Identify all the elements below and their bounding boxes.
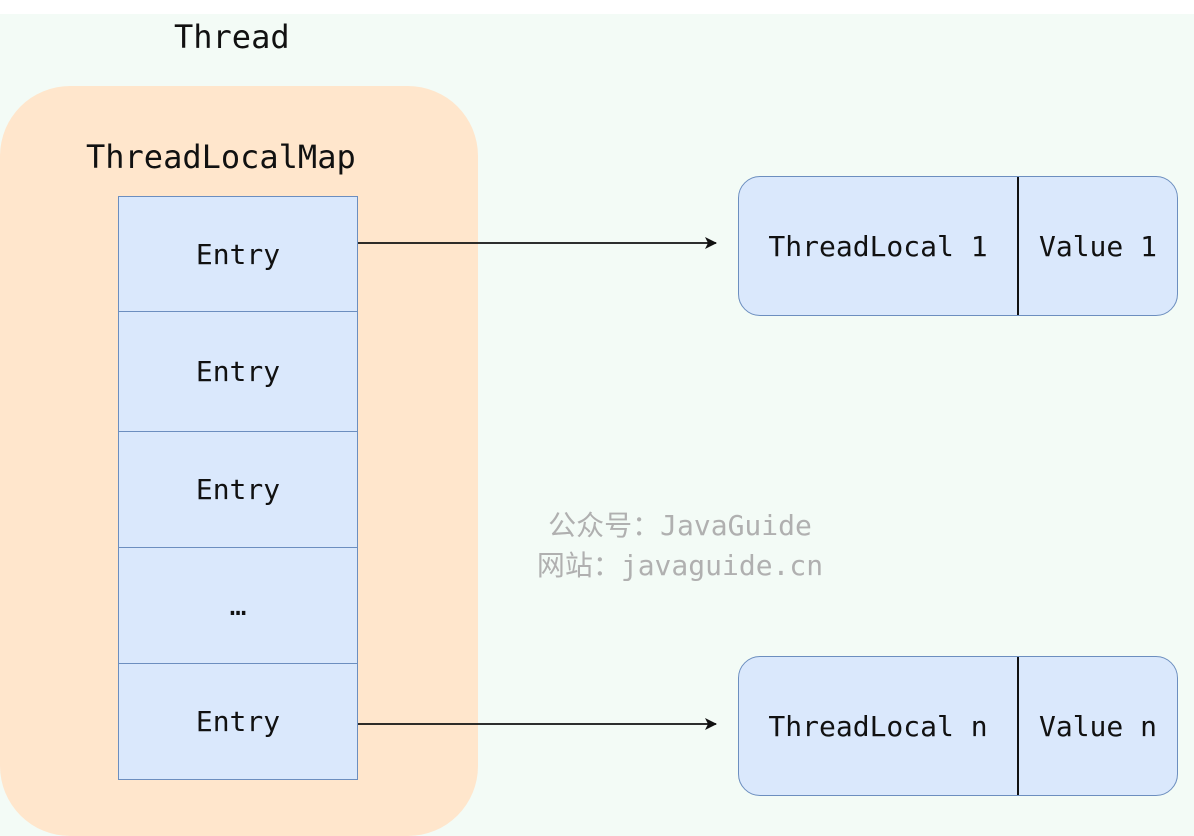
threadlocal-n-pair: ThreadLocal n Value n	[738, 656, 1178, 796]
entry-cell: Entry	[118, 311, 358, 432]
threadlocalmap-label: ThreadLocalMap	[86, 138, 356, 176]
entry-cell: Entry	[118, 196, 358, 312]
watermark-line-2: 网站：javaguide.cn	[536, 549, 824, 582]
threadlocal-1-pair: ThreadLocal 1 Value 1	[738, 176, 1178, 316]
pair-divider	[1017, 657, 1019, 795]
pair-divider	[1017, 177, 1019, 315]
watermark-line-1: 公众号：JavaGuide	[548, 509, 812, 542]
entry-cell: Entry	[118, 663, 358, 780]
threadlocal-key: ThreadLocal 1	[768, 229, 988, 263]
threadlocal-value: Value n	[1038, 709, 1157, 743]
threadlocal-value: Value 1	[1038, 229, 1157, 263]
thread-label: Thread	[174, 18, 290, 56]
threadlocal-key: ThreadLocal n	[768, 709, 988, 743]
